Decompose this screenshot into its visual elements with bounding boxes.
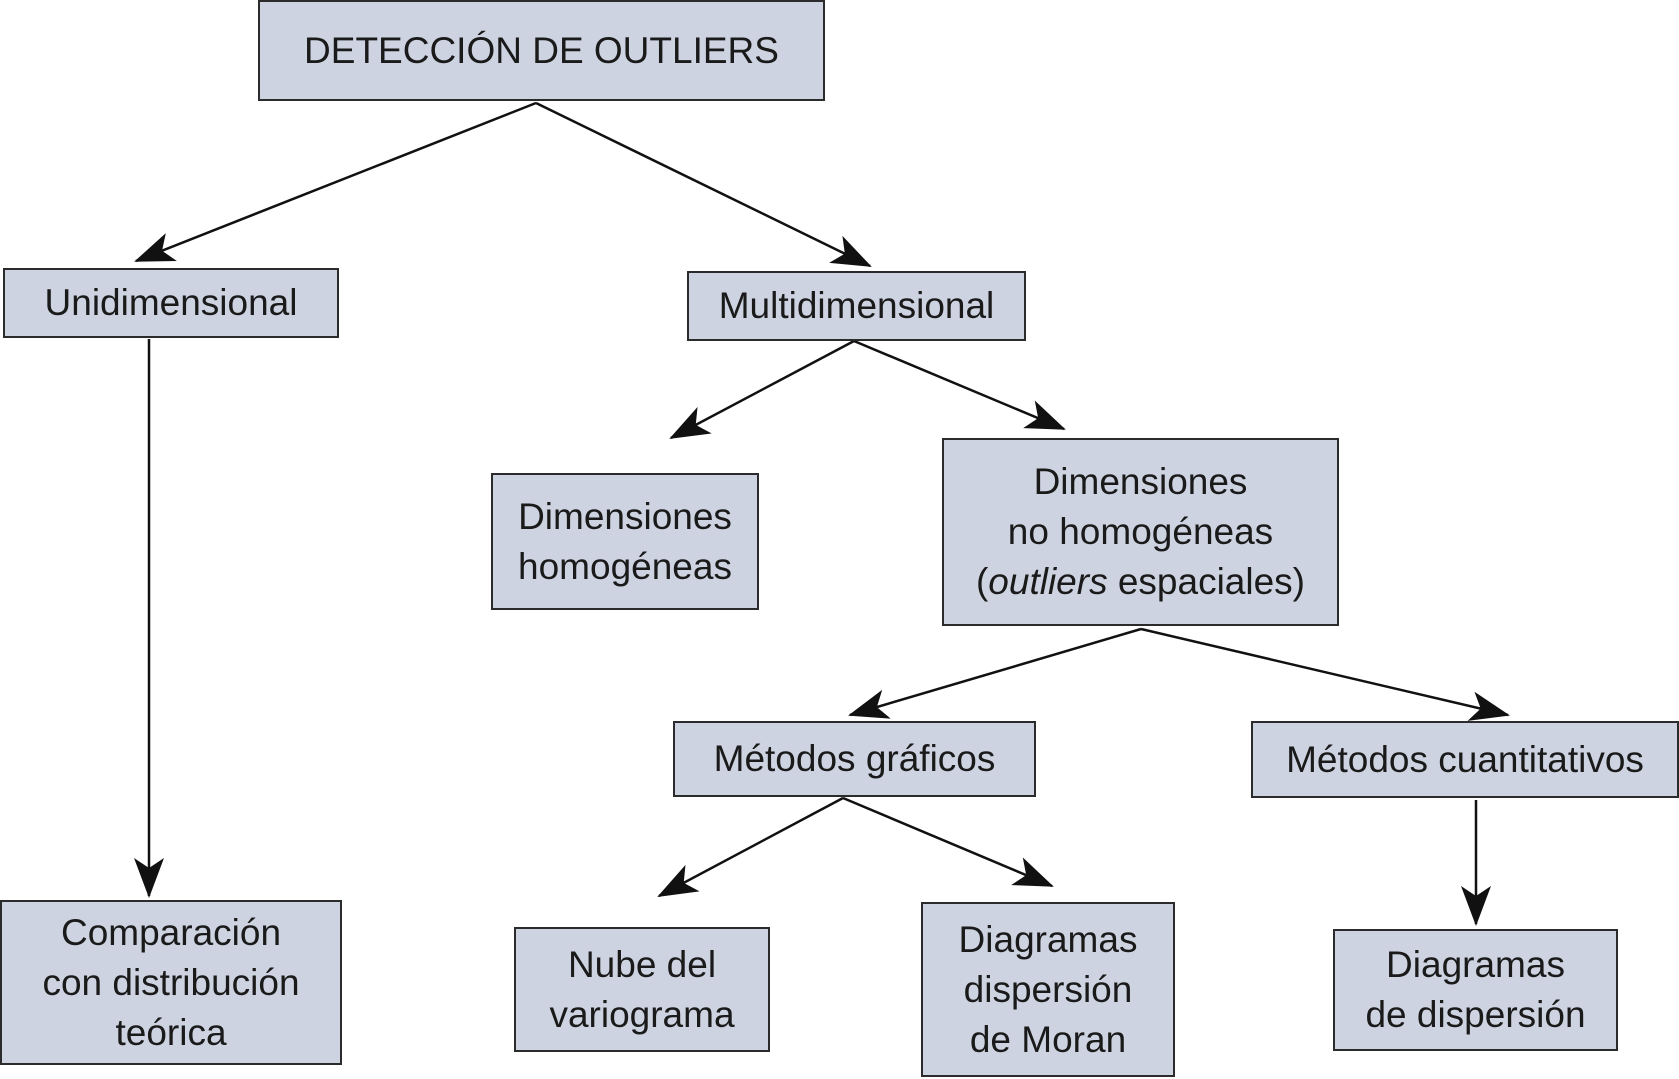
metodos-cuantitativos-node: Métodos cuantitativos [1251, 721, 1679, 798]
arrow-graficos-to-nube [657, 796, 844, 898]
no-homogeneas-line-2: no homogéneas [1007, 511, 1274, 552]
dispersion-line-2: de dispersión [1365, 994, 1586, 1035]
comparacion-line-3: teórica [115, 1011, 227, 1053]
no-homogeneas-paren: ( [975, 561, 989, 602]
no-homogeneas-line-3: (outliers espaciales) [976, 557, 1305, 607]
arrow-no-homogeneas-to-cuantitativos [1140, 627, 1510, 721]
outliers-italic-text: outliers [988, 561, 1108, 602]
no-homogeneas-rest: espaciales) [1107, 561, 1306, 602]
nube-variograma-node: Nube del variograma [514, 927, 770, 1052]
metodos-cuantitativos-label: Métodos cuantitativos [1286, 738, 1644, 780]
comparacion-line-1: Comparación [60, 911, 282, 953]
moran-line-2: dispersión [963, 968, 1133, 1010]
moran-line-3: de Moran [969, 1018, 1127, 1060]
multidimensional-label: Multidimensional [718, 285, 995, 326]
arrow-multidimensional-to-no-homogeneas [853, 339, 1066, 431]
metodos-graficos-node: Métodos gráficos [673, 721, 1036, 797]
unidimensional-node: Unidimensional [3, 268, 339, 338]
arrow-root-to-multidimensional [535, 101, 872, 268]
root-node: DETECCIÓN DE OUTLIERS [258, 0, 825, 101]
comparacion-line-2: con distribución [42, 961, 300, 1003]
metodos-graficos-label: Métodos gráficos [713, 738, 996, 779]
arrow-graficos-to-moran [842, 796, 1054, 888]
diagramas-dispersion-node: Diagramas de dispersión [1333, 929, 1618, 1051]
nube-line-2: variograma [549, 993, 735, 1035]
dimensiones-no-homogeneas-node: Dimensiones no homogéneas (outliers espa… [942, 438, 1339, 626]
moran-line-1: Diagramas [958, 918, 1138, 960]
homogeneas-line-2: homogéneas [518, 545, 732, 587]
no-homogeneas-line-1: Dimensiones [1033, 461, 1248, 502]
multidimensional-node: Multidimensional [687, 271, 1026, 341]
dispersion-line-1: Diagramas [1386, 944, 1565, 985]
unidimensional-label: Unidimensional [44, 282, 298, 323]
nube-line-1: Nube del [567, 943, 717, 985]
arrow-root-to-unidimensional [134, 101, 537, 263]
arrow-multidimensional-to-homogeneas [669, 339, 855, 440]
homogeneas-line-1: Dimensiones [518, 495, 732, 537]
comparacion-node: Comparación con distribución teórica [0, 900, 342, 1065]
root-label: DETECCIÓN DE OUTLIERS [304, 29, 779, 71]
arrow-no-homogeneas-to-graficos [848, 627, 1142, 719]
dimensiones-homogeneas-node: Dimensiones homogéneas [491, 473, 759, 610]
diagramas-moran-node: Diagramas dispersión de Moran [921, 902, 1175, 1077]
